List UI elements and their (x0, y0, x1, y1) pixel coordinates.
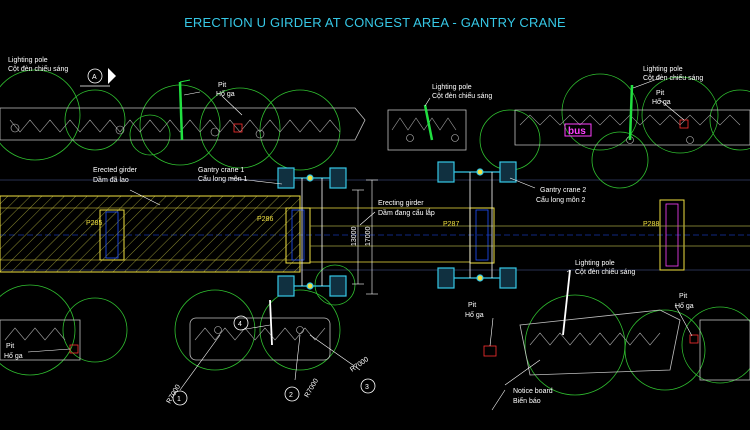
lp-en-c: Lighting pole (432, 84, 472, 91)
trees-bottom-left (0, 264, 356, 376)
gantry-crane-1 (277, 167, 347, 297)
median-bottom-right (483, 309, 750, 381)
bus-label: bus (568, 126, 586, 137)
erecting-girder (310, 207, 750, 263)
notice-en: Notice board (513, 388, 553, 395)
gantry-crane-2 (437, 161, 517, 289)
lighting-pole-br (562, 269, 571, 336)
median-top-right (514, 109, 750, 146)
north-arrow (80, 68, 116, 87)
gantry2-vi: Cẩu long môn 2 (536, 196, 586, 204)
gantry2-en: Gantry crane 2 (540, 187, 586, 194)
erected-vi: Dầm đã lao (93, 175, 129, 184)
trees-bottom-right (524, 294, 750, 396)
pier-p286 (285, 207, 311, 264)
leader-lines (27, 77, 693, 411)
erecting-vi: Dầm đang cẩu lắp (378, 208, 435, 217)
erected-en: Erected girder (93, 167, 138, 174)
pier-label-p285: P285 (86, 220, 102, 227)
trees-top-right (561, 73, 750, 189)
lighting-pole-tr (628, 84, 634, 141)
lp-en-tr: Lighting pole (643, 66, 683, 73)
pit-en-tr: Pit (656, 90, 664, 97)
pit-vi-tl: Hố ga (216, 89, 235, 98)
median-bottom-left (0, 317, 331, 361)
lighting-pole-center (423, 104, 434, 141)
marker-1: 1 (177, 396, 181, 403)
pit-vi-bl: Hố ga (4, 351, 23, 360)
pit-en-br: Pit (679, 293, 687, 300)
lp-en-tl: Lighting pole (8, 57, 48, 64)
marker-2: 2 (289, 392, 293, 399)
dimension-lines (352, 179, 378, 295)
lighting-pole-tl (178, 81, 184, 141)
dim-17000: 17000 (365, 226, 372, 246)
gantry1-en: Gantry crane 1 (198, 167, 244, 174)
pit-en-bl: Pit (6, 343, 14, 350)
notice-vi: Biển báo (513, 397, 541, 405)
lighting-pole-bl (269, 299, 273, 346)
lp-vi-br: Cột đèn chiếu sáng (575, 267, 635, 276)
marker-3: 3 (365, 384, 369, 391)
pier-label-p288: P288 (643, 221, 659, 228)
pier-label-p287: P287 (443, 221, 459, 228)
marker-4: 4 (238, 321, 242, 328)
lp-en-br: Lighting pole (575, 260, 615, 267)
median-top-left (0, 107, 366, 141)
drawing-title: ERECTION U GIRDER AT CONGEST AREA - GANT… (184, 15, 566, 30)
median-center (387, 109, 541, 171)
radius-r2: R7000 (304, 378, 320, 399)
lp-vi-c: Cột đèn chiếu sáng (432, 91, 492, 100)
pit-vi-bc: Hố ga (465, 310, 484, 319)
pier-label-p286: P286 (257, 216, 273, 223)
pier-p288 (659, 199, 685, 271)
north-label: A (92, 74, 97, 81)
dim-13000: 13000 (351, 226, 358, 246)
erected-girder (0, 195, 301, 273)
pit-vi-tr: Hố ga (652, 97, 671, 106)
marker-circles (172, 315, 376, 406)
radius-r3: R7000 (349, 356, 370, 374)
pit-vi-br: Hố ga (675, 301, 694, 310)
pit-en-bc: Pit (468, 302, 476, 309)
gantry1-vi: Cẩu long môn 1 (198, 175, 248, 183)
pit-en-tl: Pit (218, 82, 226, 89)
erecting-en: Erecting girder (378, 200, 424, 207)
pier-p285 (99, 209, 125, 261)
pier-p287 (469, 207, 495, 264)
trees-top-left (0, 69, 341, 171)
lp-vi-tl: Cột đèn chiếu sáng (8, 64, 68, 73)
lp-vi-tr: Cột đèn chiếu sáng (643, 73, 703, 82)
